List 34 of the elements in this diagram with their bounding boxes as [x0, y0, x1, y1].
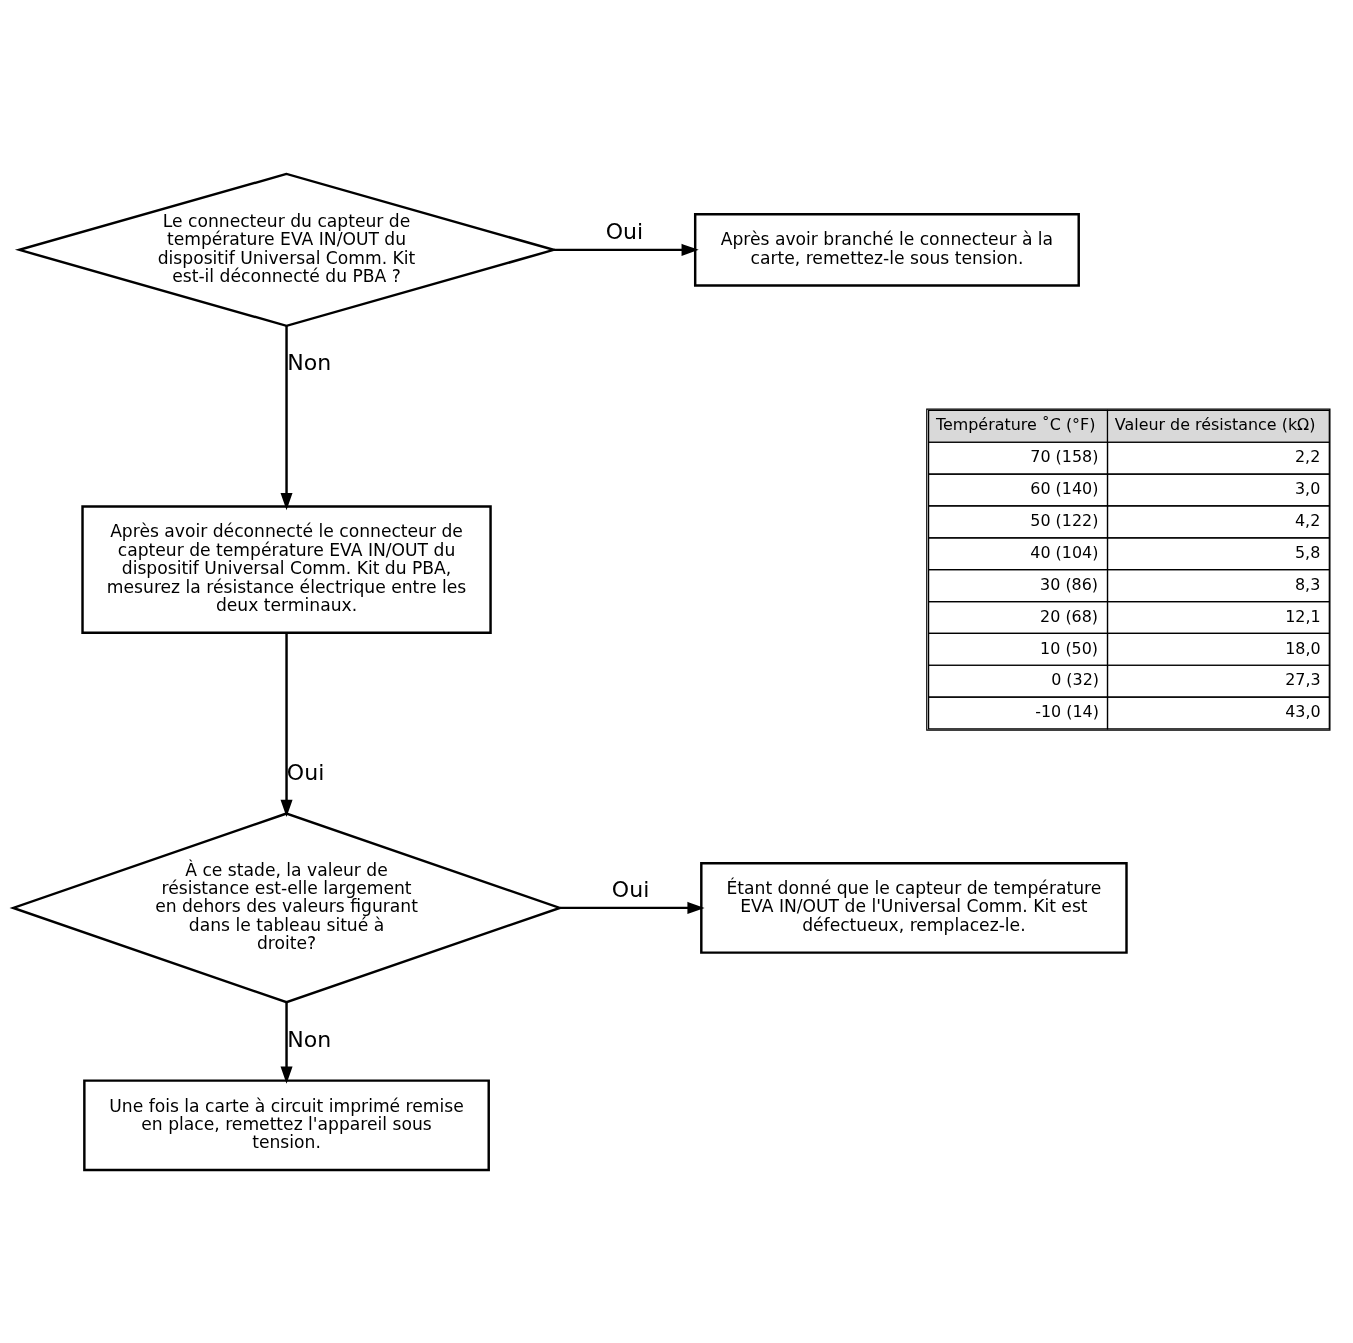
edge-label: Non — [287, 1026, 332, 1052]
label: 2,2 — [1294, 446, 1321, 466]
label: 50 (122) — [1030, 510, 1099, 530]
label: Valeur de résistance (kΩ) — [1114, 414, 1316, 434]
label: 27,3 — [1285, 669, 1321, 689]
label: 43,0 — [1285, 701, 1321, 721]
arrow — [559, 901, 705, 914]
label: 20 (68) — [1040, 606, 1099, 626]
label: 30 (86) — [1040, 574, 1099, 594]
node-box: Après avoir branché le connecteur à la carte, remettez-le sous tension. — [693, 212, 1080, 287]
label: Température ˚C (°F) — [935, 414, 1096, 434]
label: 70 (158) — [1030, 446, 1099, 466]
label: 10 (50) — [1040, 638, 1099, 657]
node-box: Étant donné que le capteur de température EVA IN/OUT de l'Universal Comm. Kit est défectueux, remplacez-le. — [700, 861, 1128, 954]
label: 3,0 — [1294, 478, 1321, 498]
label: 0 (32) — [1051, 669, 1099, 689]
arrow — [280, 1002, 293, 1084]
node-box: Après avoir déconnecté le connecteur de capteur de température EVA IN/OUT du dispositif Universal Comm. Kit du PBA, mesurez la résistance électrique entre les deux terminaux. — [81, 504, 492, 634]
label: 60 (140) — [1030, 478, 1099, 498]
label: -10 (14) — [1035, 701, 1099, 721]
label: 40 (104) — [1030, 542, 1099, 562]
label: 5,8 — [1294, 542, 1321, 562]
edge-label: Oui — [286, 759, 325, 785]
arrow — [280, 325, 293, 510]
label: 12,1 — [1285, 606, 1321, 626]
label: 8,3 — [1294, 574, 1321, 594]
edge-label: Oui — [611, 876, 650, 902]
label: 4,2 — [1294, 510, 1321, 530]
arrow — [280, 632, 293, 817]
node-box: Une fois la carte à circuit imprimé remise en place, remettez l'appareil sous tension. — [83, 1078, 490, 1171]
edge-label: Non — [287, 349, 332, 375]
arrow — [553, 243, 699, 256]
edge-label: Oui — [605, 218, 644, 244]
label: 18,0 — [1285, 638, 1321, 657]
